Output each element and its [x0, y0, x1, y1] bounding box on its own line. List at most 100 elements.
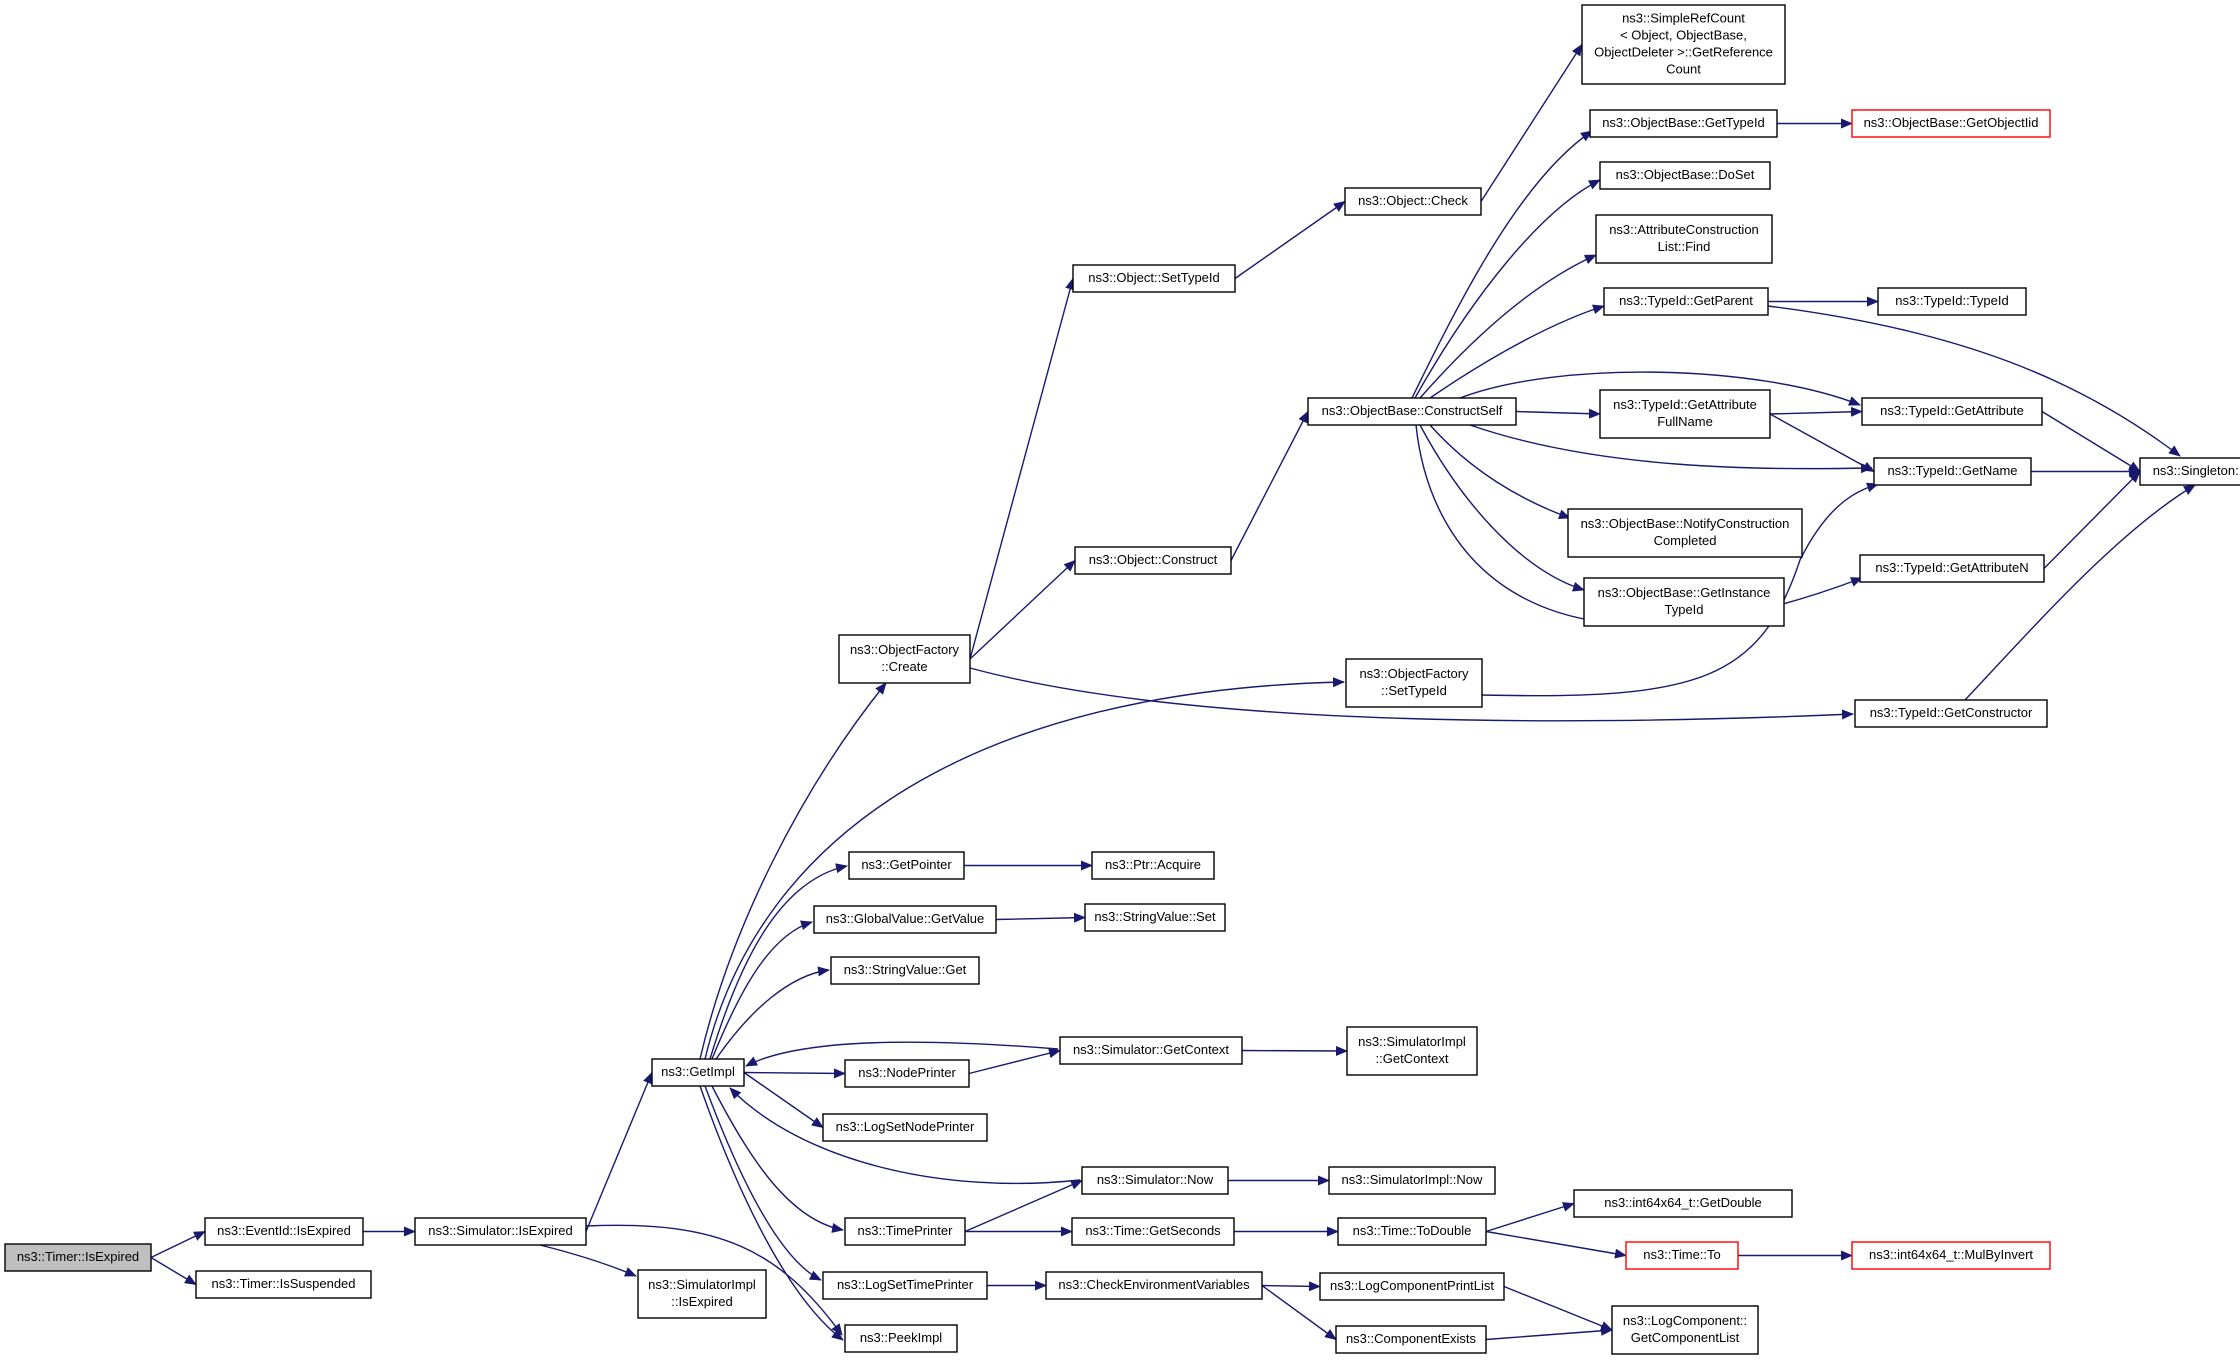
- node-label: ns3::TypeId::GetAttribute: [1880, 403, 2024, 418]
- node-simulator-getcontext[interactable]: ns3::Simulator::GetContext: [1059, 1036, 1243, 1065]
- call-edge-object_settypeid-to-object_check: [1234, 200, 1346, 280]
- node-simimpl-now[interactable]: ns3::SimulatorImpl::Now: [1328, 1166, 1496, 1195]
- node-objectbase-getobjectiid[interactable]: ns3::ObjectBase::GetObjectIid: [1851, 109, 2051, 138]
- node-timer-isexpired: ns3::Timer::IsExpired: [4, 1243, 152, 1272]
- node-box: [1589, 109, 1778, 138]
- node-typeid-getname[interactable]: ns3::TypeId::GetName: [1873, 457, 2032, 486]
- node-typeid-getconstructor[interactable]: ns3::TypeId::GetConstructor: [1854, 699, 2048, 728]
- node-typeid-getattribute[interactable]: ns3::TypeId::GetAttribute: [1861, 397, 2043, 426]
- node-timeprinter[interactable]: ns3::TimePrinter: [844, 1217, 966, 1246]
- node-object-settypeid[interactable]: ns3::Object::SetTypeId: [1072, 264, 1236, 293]
- node-label: ns3::Time::GetSeconds: [1085, 1223, 1221, 1238]
- node-box: [830, 956, 980, 985]
- node-simimpl-isexpired[interactable]: ns3::SimulatorImpl::IsExpired: [637, 1269, 767, 1319]
- node-checkenvvars[interactable]: ns3::CheckEnvironmentVariables: [1045, 1271, 1263, 1300]
- node-label: ns3::TypeId::GetParent: [1619, 293, 1753, 308]
- node-box: [1859, 554, 2045, 583]
- node-int64-getdouble[interactable]: ns3::int64x64_t::GetDouble: [1573, 1189, 1793, 1218]
- node-logsettimeprinter[interactable]: ns3::LogSetTimePrinter: [822, 1271, 988, 1300]
- node-box: [1573, 1189, 1793, 1218]
- node-label: ns3::ObjectBase::ConstructSelf: [1322, 403, 1503, 418]
- node-ptr-acquire[interactable]: ns3::Ptr::Acquire: [1091, 851, 1215, 880]
- node-logcomponentprintlist[interactable]: ns3::LogComponentPrintList: [1319, 1272, 1505, 1301]
- node-label: ::IsExpired: [671, 1294, 732, 1309]
- node-label: ns3::Time::ToDouble: [1353, 1223, 1472, 1238]
- node-simulator-now[interactable]: ns3::Simulator::Now: [1081, 1166, 1229, 1195]
- node-objectfactory-create[interactable]: ns3::ObjectFactory::Create: [838, 634, 971, 684]
- node-simimpl-getcontext[interactable]: ns3::SimulatorImpl::GetContext: [1346, 1026, 1478, 1076]
- node-label: ns3::SimulatorImpl: [648, 1277, 756, 1292]
- call-edge-getimpl-to-getpointer: [709, 863, 848, 1060]
- node-box: [1344, 187, 1482, 216]
- node-box: [1861, 397, 2043, 426]
- call-edge-object_check-to-simplerefcount: [1480, 43, 1583, 202]
- node-time-todouble[interactable]: ns3::Time::ToDouble: [1337, 1217, 1487, 1246]
- node-label: ns3::Simulator::Now: [1097, 1172, 1214, 1187]
- node-label: ns3::PeekImpl: [860, 1330, 942, 1345]
- call-edge-timer_isexpired-to-eventid_isexpired: [150, 1230, 206, 1259]
- call-edge-globalvalue_getvalue-to-stringvalue_set: [995, 912, 1086, 923]
- node-objectbase-doset[interactable]: ns3::ObjectBase::DoSet: [1599, 161, 1771, 190]
- node-box: [1611, 1305, 1759, 1355]
- node-box: [414, 1217, 587, 1246]
- call-edge-object_construct-to-objectbase_constructself: [1230, 410, 1309, 561]
- node-label: ns3::TypeId::GetAttribute: [1613, 397, 1757, 412]
- node-stringvalue-get[interactable]: ns3::StringValue::Get: [830, 956, 980, 985]
- node-simulator-isexpired[interactable]: ns3::Simulator::IsExpired: [414, 1217, 587, 1246]
- node-box: [204, 1217, 364, 1246]
- node-globalvalue-getvalue[interactable]: ns3::GlobalValue::GetValue: [813, 905, 997, 934]
- node-simplerefcount[interactable]: ns3::SimpleRefCount< Object, ObjectBase,…: [1581, 4, 1786, 85]
- node-getpointer[interactable]: ns3::GetPointer: [848, 851, 965, 880]
- node-box: [813, 905, 997, 934]
- node-box: [1851, 109, 2051, 138]
- node-componentexists[interactable]: ns3::ComponentExists: [1335, 1325, 1487, 1354]
- call-edge-typeid_getattributefullname-to-typeid_getname: [1769, 413, 1875, 473]
- call-edge-timeprinter-to-simulator_now: [964, 1179, 1083, 1233]
- node-objectbase-notifyconstructioncompleted[interactable]: ns3::ObjectBase::NotifyConstructionCompl…: [1567, 508, 1803, 558]
- node-nodeprinter[interactable]: ns3::NodePrinter: [844, 1059, 970, 1088]
- node-getimpl[interactable]: ns3::GetImpl: [651, 1058, 745, 1087]
- node-label: ns3::int64x64_t::MulByInvert: [1869, 1247, 2033, 1262]
- call-edge-logcomponentprintlist-to-logcomponent_getcomponentlist: [1503, 1285, 1613, 1331]
- node-box: [1072, 264, 1236, 293]
- node-timer-issuspended[interactable]: ns3::Timer::IsSuspended: [195, 1270, 372, 1299]
- node-label: FullName: [1657, 414, 1713, 429]
- node-label: ::SetTypeId: [1381, 683, 1447, 698]
- node-eventid-isexpired[interactable]: ns3::EventId::IsExpired: [204, 1217, 364, 1246]
- node-logsetnodeprinter[interactable]: ns3::LogSetNodePrinter: [822, 1113, 988, 1142]
- call-edge-typeid_getparent-to-singleton_get: [1767, 305, 2181, 457]
- node-typeid-typeid[interactable]: ns3::TypeId::TypeId: [1877, 287, 2027, 316]
- node-int64-mulbyinvert[interactable]: ns3::int64x64_t::MulByInvert: [1851, 1241, 2051, 1270]
- node-label: ns3::StringValue::Get: [844, 962, 967, 977]
- call-edge-typeid_getattributefullname-to-typeid_getattribute: [1769, 406, 1863, 417]
- node-objectfactory-settypeid[interactable]: ns3::ObjectFactory::SetTypeId: [1345, 658, 1483, 708]
- node-typeid-getattributen[interactable]: ns3::TypeId::GetAttributeN: [1859, 554, 2045, 583]
- node-object-construct[interactable]: ns3::Object::Construct: [1074, 546, 1232, 575]
- node-box: [4, 1243, 152, 1272]
- node-time-to[interactable]: ns3::Time::To: [1625, 1241, 1739, 1270]
- node-typeid-getparent[interactable]: ns3::TypeId::GetParent: [1603, 287, 1769, 316]
- node-label: ::Create: [881, 659, 927, 674]
- call-edge-timer_isexpired-to-timer_issuspended: [150, 1256, 197, 1286]
- node-object-check[interactable]: ns3::Object::Check: [1344, 187, 1482, 216]
- node-peekimpl[interactable]: ns3::PeekImpl: [844, 1324, 958, 1353]
- node-logcomponent-getcomponentlist[interactable]: ns3::LogComponent::GetComponentList: [1611, 1305, 1759, 1355]
- node-box: [822, 1271, 988, 1300]
- node-label: ns3::TypeId::GetName: [1887, 463, 2017, 478]
- call-edge-objectbase_constructself-to-objectbase_gettypeid: [1411, 130, 1593, 399]
- node-objectbase-constructself[interactable]: ns3::ObjectBase::ConstructSelf: [1307, 397, 1517, 426]
- node-singleton-get[interactable]: ns3::Singleton::Get: [2139, 457, 2240, 486]
- node-time-getseconds[interactable]: ns3::Time::GetSeconds: [1071, 1217, 1235, 1246]
- node-label: ns3::TimePrinter: [858, 1223, 954, 1238]
- node-label: ns3::LogComponent::: [1623, 1313, 1747, 1328]
- node-label: ns3::AttributeConstruction: [1609, 222, 1759, 237]
- node-objectbase-gettypeid[interactable]: ns3::ObjectBase::GetTypeId: [1589, 109, 1778, 138]
- call-edge-objectbase_constructself-to-attrconstructionlist_find: [1419, 254, 1597, 399]
- node-box: [1081, 1166, 1229, 1195]
- node-label: < Object, ObjectBase,: [1620, 28, 1747, 43]
- node-label: ::GetContext: [1376, 1051, 1449, 1066]
- node-stringvalue-set[interactable]: ns3::StringValue::Set: [1084, 903, 1226, 932]
